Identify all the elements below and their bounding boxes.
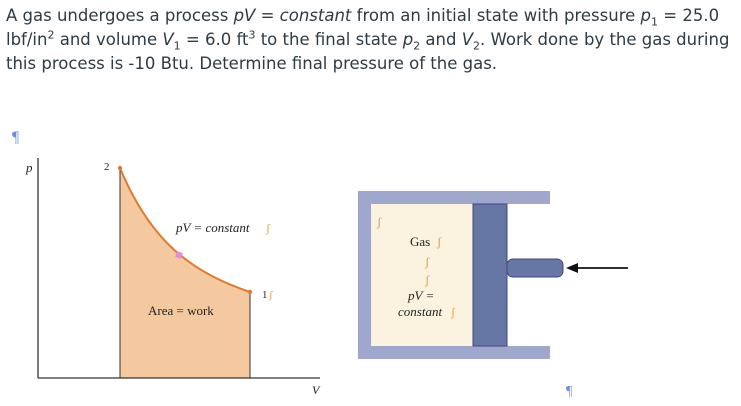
process-curve	[119, 167, 251, 293]
force-arrowhead	[566, 263, 578, 273]
pilcrow-marker-bottom: ¶	[566, 384, 573, 399]
text-superscript: 3	[248, 28, 256, 42]
gas-label: Gas	[410, 234, 430, 249]
curve-label-marker: ʃ	[265, 221, 271, 235]
text-subscript: 1	[651, 15, 659, 29]
pilcrow-marker-top: ¶	[12, 129, 20, 146]
text-segment: V	[162, 30, 174, 49]
text-segment: V	[461, 30, 474, 49]
text-segment: and	[420, 30, 462, 49]
text-subscript: 2	[413, 39, 421, 53]
gas-chamber	[371, 204, 473, 346]
cylinder-eq-line2: constant	[398, 304, 442, 319]
piston-cylinder: ʃ Gas ʃ ʃ ʃ pV = constant ʃ	[358, 191, 628, 359]
text-segment: . Work done by the gas during this proce…	[6, 30, 730, 73]
state-2-point	[117, 165, 123, 171]
text-subscript: 2	[473, 39, 481, 53]
curve-midpoint-marker	[175, 251, 183, 259]
text-segment: = 6.0 ft	[180, 30, 249, 49]
problem-text: A gas undergoes a process pV = constant …	[6, 4, 736, 76]
text-superscript: 2	[47, 28, 55, 42]
state-1-pilcrow: ʃ	[268, 289, 273, 301]
text-segment: pV	[233, 6, 256, 25]
problem-statement: A gas undergoes a process pV = constant …	[6, 4, 736, 76]
text-segment: to the final state	[255, 30, 403, 49]
curve-label: pV = constant	[175, 220, 250, 235]
state-2-label: 2	[104, 161, 110, 173]
area-label: Area = work	[148, 303, 214, 318]
text-segment: =	[255, 6, 280, 25]
text-segment: = 25.0 lbf/in	[6, 6, 720, 49]
x-axis-label: V	[312, 383, 321, 397]
text-segment: p	[402, 30, 414, 49]
text-segment: constant	[279, 6, 352, 25]
gas-label-marker: ʃ	[436, 234, 442, 249]
text-subscript: 1	[173, 39, 181, 53]
gas-marker-3: ʃ	[424, 272, 430, 287]
text-segment: from an initial state with pressure	[351, 6, 641, 25]
cylinder-eq-line1: pV =	[407, 288, 434, 303]
piston-head	[472, 203, 508, 347]
gas-marker-1: ʃ	[376, 214, 382, 229]
state-1-point	[247, 289, 253, 295]
work-area	[120, 168, 250, 378]
text-segment: and volume	[54, 30, 163, 49]
piston-rod	[506, 258, 564, 278]
gas-marker-2: ʃ	[424, 254, 430, 269]
y-axis-label: p	[25, 160, 33, 175]
state-1-label: 1	[262, 289, 268, 301]
cylinder-eq-marker: ʃ	[450, 305, 456, 319]
pv-diagram: p V 2 1 ʃ pV = constant ʃ Area = work	[25, 158, 321, 397]
text-segment: A gas undergoes a process	[6, 6, 234, 25]
text-segment: p	[640, 6, 652, 25]
